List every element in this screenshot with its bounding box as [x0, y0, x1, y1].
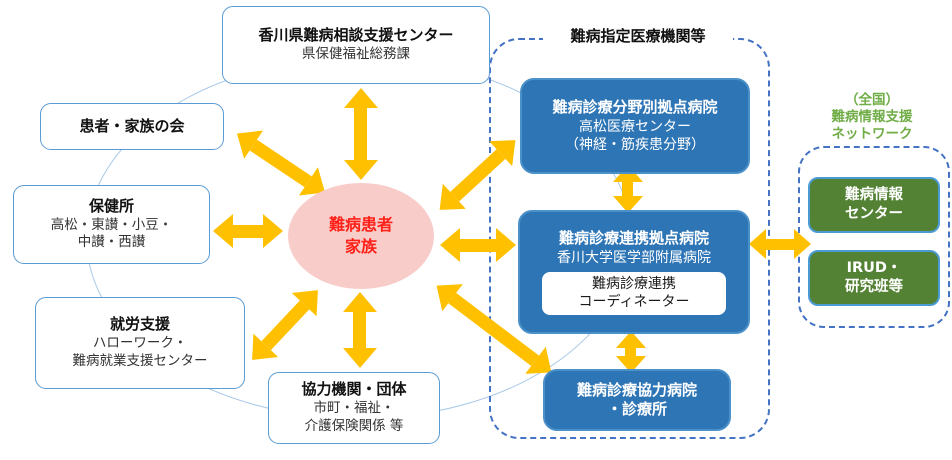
arrow-liaisonhub-network: [749, 229, 811, 259]
national-network-label: （全国） 難病情報支援 ネットワーク: [800, 92, 944, 143]
node-cooperation-orgs: 協力機関・団体 市町・福祉・ 介護保険関係 等: [268, 372, 440, 444]
center-ellipse-line1: 難病患者: [328, 215, 393, 235]
info-center-line1: 難病情報: [845, 187, 903, 204]
national-network-label-line2: 難病情報支援: [831, 108, 913, 125]
node-field-hub-hospital: 難病診療分野別拠点病院 高松医療センター （神経・筋疾患分野）: [520, 78, 750, 174]
coordinator-inner-box: 難病診療連携 コーディネーター: [542, 272, 726, 315]
support-center-title: 香川県難病相談支援センター: [258, 26, 454, 45]
node-support-center: 香川県難病相談支援センター 県保健福祉総務課: [222, 6, 490, 84]
center-patients-family-ellipse: 難病患者 家族: [288, 183, 434, 289]
arrow-liaisonhub-cooperating: [616, 331, 646, 373]
cooperation-orgs-line1: 市町・福祉・: [313, 400, 395, 417]
node-info-center: 難病情報 センター: [808, 177, 940, 233]
field-hub-line2: （神経・筋疾患分野）: [565, 136, 705, 153]
coordinator-line2: コーディネーター: [578, 294, 690, 311]
liaison-hub-line1: 香川大学医学部附属病院: [557, 249, 711, 266]
arrow-center-cooperation-orgs: [343, 292, 377, 368]
cooperation-orgs-line2: 介護保険関係 等: [304, 417, 404, 434]
cooperation-orgs-title: 協力機関・団体: [301, 380, 407, 399]
irud-line2: 研究班等: [845, 279, 903, 295]
irud-line1: IRUD・: [846, 260, 902, 277]
national-network-label-line1: （全国）: [845, 92, 899, 108]
info-center-line2: センター: [845, 206, 903, 222]
arrow-center-liaison-hub: [440, 228, 516, 262]
cooperating-hospitals-line2: ・診療所: [606, 400, 667, 418]
patients-family-group-title: 患者・家族の会: [79, 116, 185, 135]
field-hub-line1: 高松医療センター: [579, 118, 691, 135]
employment-support-line1: ハローワーク・: [92, 335, 188, 352]
node-liaison-hub-hospital: 難病診療連携拠点病院 香川大学医学部附属病院 難病診療連携 コーディネーター: [518, 210, 750, 334]
liaison-hub-title: 難病診療連携拠点病院: [558, 229, 709, 248]
national-network-label-line3: ネットワーク: [831, 125, 913, 142]
support-center-subtitle: 県保健福祉総務課: [302, 45, 410, 62]
node-cooperating-hospitals: 難病診療協力病院 ・診療所: [543, 369, 731, 431]
health-centers-line2: 中讃・西讃: [77, 234, 146, 251]
coordinator-line1: 難病診療連携: [592, 276, 676, 293]
node-patients-family-group: 患者・家族の会: [40, 103, 224, 150]
arrow-center-support-center: [344, 88, 378, 180]
health-centers-line1: 高松・東讃・小豆・: [50, 216, 173, 233]
node-irud-research: IRUD・ 研究班等: [808, 250, 940, 306]
employment-support-title: 就労支援: [109, 315, 170, 334]
employment-support-line2: 難病就業支援センター: [72, 352, 208, 369]
field-hub-title: 難病診療分野別拠点病院: [552, 98, 718, 117]
designated-institutions-label: 難病指定医療機関等: [543, 27, 733, 46]
center-ellipse-line2: 家族: [344, 237, 377, 256]
node-employment-support: 就労支援 ハローワーク・ 難病就業支援センター: [35, 297, 245, 389]
cooperating-hospitals-line1: 難病診療協力病院: [576, 380, 697, 399]
arrow-center-health-centers: [213, 214, 283, 248]
health-centers-title: 保健所: [88, 196, 134, 215]
node-health-centers: 保健所 高松・東讃・小豆・ 中讃・西讃: [13, 185, 210, 264]
